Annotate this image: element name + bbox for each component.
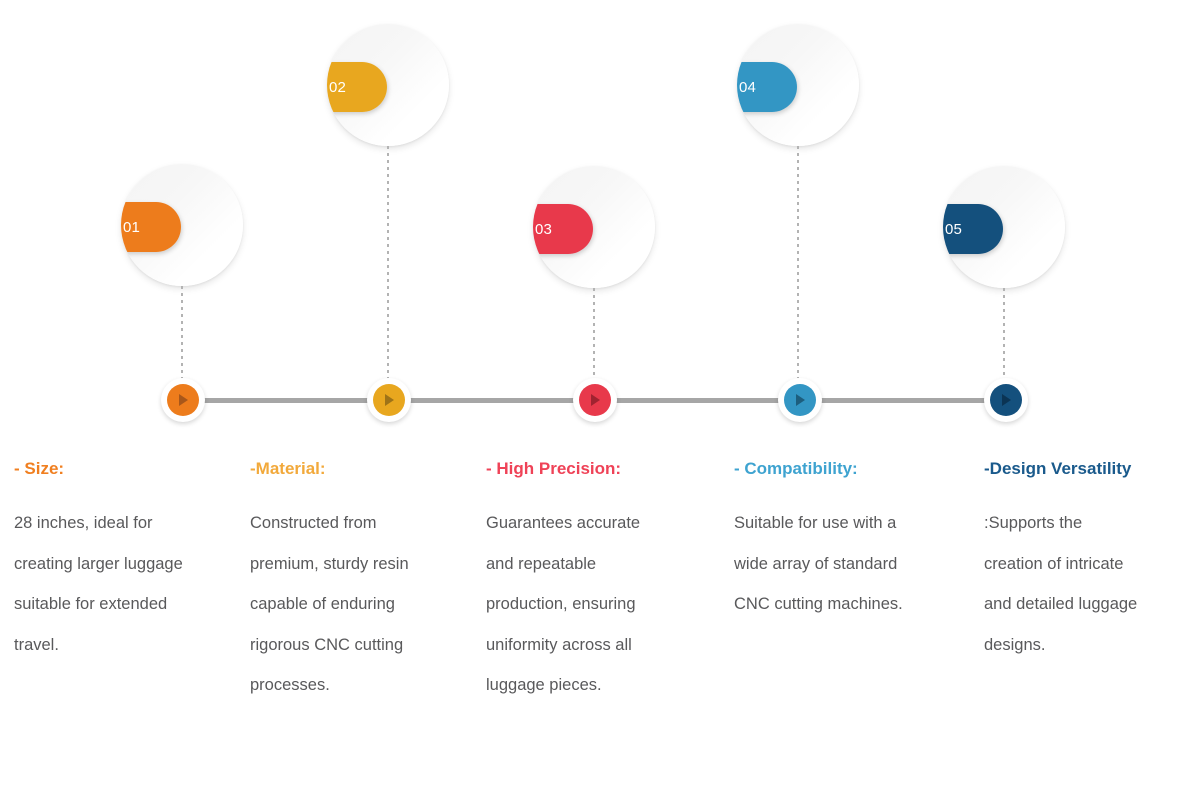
step-body-line: rigorous CNC cutting xyxy=(250,635,404,654)
step-body-line: production, ensuring xyxy=(486,595,636,614)
step-body-line: processes. xyxy=(250,675,330,694)
step-heading: - High Precision: xyxy=(486,459,622,478)
timeline-node-05[interactable] xyxy=(984,378,1028,422)
step-body-line: travel. xyxy=(14,635,59,654)
step-body-line: 28 inches, ideal for xyxy=(14,514,153,533)
step-column-02: -Material: Constructed from premium, sturd… xyxy=(250,458,480,705)
step-number-label: 05 xyxy=(945,220,963,238)
step-body-line: designs. xyxy=(984,635,1046,654)
step-column-05: -Design Versatility :Supports the creation… xyxy=(984,458,1194,665)
timeline-node-disc xyxy=(990,384,1022,416)
step-number-pill-05: 05 xyxy=(943,204,1003,254)
step-number-label: 03 xyxy=(535,220,553,238)
step-body: Constructed from premium, sturdy resin cap… xyxy=(250,503,480,705)
step-bubble-02[interactable]: 02 xyxy=(327,24,449,146)
step-body: 28 inches, ideal for creating larger lugg… xyxy=(14,503,244,665)
step-heading: -Design Versatility xyxy=(984,459,1132,478)
step-body-line: CNC cutting machines. xyxy=(734,595,903,614)
step-body-line: Suitable for use with a xyxy=(734,514,897,533)
step-body: Guarantees accurate and repeatable product… xyxy=(486,503,721,705)
connector-line-04 xyxy=(797,146,799,378)
connector-line-01 xyxy=(181,286,183,378)
step-body-line: capable of enduring xyxy=(250,595,395,614)
play-triangle-icon xyxy=(1002,394,1011,406)
play-triangle-icon xyxy=(385,394,394,406)
step-number-pill-03: 03 xyxy=(533,204,593,254)
timeline-node-disc xyxy=(373,384,405,416)
step-heading: - Compatibility: xyxy=(734,459,858,478)
step-bubble-01[interactable]: 01 xyxy=(121,164,243,286)
connector-line-05 xyxy=(1003,288,1005,378)
connector-line-02 xyxy=(387,146,389,378)
step-body-line: creation of intricate xyxy=(984,554,1124,573)
timeline-node-04[interactable] xyxy=(778,378,822,422)
step-body-line: creating larger luggage xyxy=(14,554,183,573)
timeline-node-01[interactable] xyxy=(161,378,205,422)
connector-line-03 xyxy=(593,288,595,378)
timeline-node-disc xyxy=(784,384,816,416)
step-body-line: premium, sturdy resin xyxy=(250,554,409,573)
step-bubble-05[interactable]: 05 xyxy=(943,166,1065,288)
step-body-line: Constructed from xyxy=(250,514,377,533)
step-bubble-04[interactable]: 04 xyxy=(737,24,859,146)
step-body-line: Guarantees accurate xyxy=(486,514,641,533)
step-bubble-03[interactable]: 03 xyxy=(533,166,655,288)
step-column-04: - Compatibility: Suitable for use with a w… xyxy=(734,458,969,625)
step-column-03: - High Precision: Guarantees accurate and … xyxy=(486,458,721,705)
step-number-label: 01 xyxy=(123,218,141,236)
step-number-label: 04 xyxy=(739,78,757,96)
step-number-pill-01: 01 xyxy=(121,202,181,252)
step-body-line: uniformity across all xyxy=(486,635,632,654)
play-triangle-icon xyxy=(796,394,805,406)
timeline-node-02[interactable] xyxy=(367,378,411,422)
timeline-node-03[interactable] xyxy=(573,378,617,422)
step-body-line: and repeatable xyxy=(486,554,597,573)
timeline-node-disc xyxy=(167,384,199,416)
step-body-line: luggage pieces. xyxy=(486,675,602,694)
step-column-01: - Size: 28 inches, ideal for creating larg… xyxy=(14,458,244,665)
step-number-pill-04: 04 xyxy=(737,62,797,112)
step-heading: -Material: xyxy=(250,459,326,478)
play-triangle-icon xyxy=(179,394,188,406)
play-triangle-icon xyxy=(591,394,600,406)
step-heading: - Size: xyxy=(14,459,65,478)
step-body: Suitable for use with a wide array of sta… xyxy=(734,503,969,624)
timeline-node-disc xyxy=(579,384,611,416)
step-body-line: wide array of standard xyxy=(734,554,898,573)
step-body: :Supports the creation of intricate and de… xyxy=(984,503,1194,665)
step-number-pill-02: 02 xyxy=(327,62,387,112)
step-number-label: 02 xyxy=(329,78,347,96)
step-body-line: and detailed luggage xyxy=(984,595,1138,614)
step-body-line: :Supports the xyxy=(984,514,1083,533)
step-body-line: suitable for extended xyxy=(14,595,168,614)
